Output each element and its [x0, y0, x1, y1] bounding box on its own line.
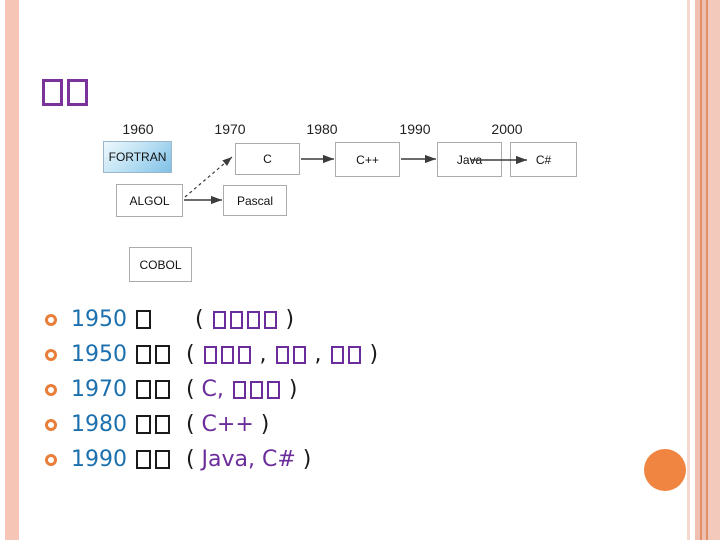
bullet-text-segment: ) [278, 306, 295, 332]
tofu-glyph [266, 380, 280, 399]
diagram-box-csharp: C# [510, 142, 577, 177]
bullet-text-segment: ( [171, 411, 202, 437]
tofu-glyph [154, 380, 170, 399]
year-label-1970: 1970 [214, 121, 246, 137]
tofu-glyph [330, 345, 344, 364]
tofu-glyph [292, 345, 306, 364]
right-accent-stripe-line [706, 0, 708, 540]
diagram-box-cpp: C++ [335, 142, 400, 177]
bullet-list: 1950 ( ) 1950 ( , , ) 1970 ( C, ) 1980 (… [45, 302, 378, 477]
title-tofu-glyph [42, 79, 63, 106]
tofu-glyph [135, 345, 151, 364]
year-label-1980: 1980 [306, 121, 338, 137]
page-title [42, 79, 88, 106]
right-accent-stripe-pale [687, 0, 690, 540]
bullet-marker-icon [45, 453, 57, 466]
right-accent-stripe-band2 [708, 0, 720, 540]
left-accent-stripe [5, 0, 19, 540]
tofu-glyph [237, 345, 251, 364]
tofu-glyph [135, 310, 151, 329]
bullet-text-segment: C++ [201, 411, 254, 437]
tofu-glyph [154, 345, 170, 364]
tofu-glyph [135, 415, 151, 434]
diagram-box-cobol: COBOL [129, 247, 192, 282]
bullet-marker-icon [45, 313, 57, 326]
bullet-text-segment: C, [201, 376, 231, 402]
bullet-text-segment: 1990 [71, 446, 134, 472]
title-tofu-glyph [67, 79, 88, 106]
diagram-box-c: C [235, 143, 300, 175]
bullet-text-segment: ( [171, 341, 202, 367]
bullet-text-segment: ) [253, 411, 270, 437]
bullet-item: 1980 ( C++ ) [45, 407, 378, 442]
year-label-2000: 2000 [491, 121, 523, 137]
bullet-marker-icon [45, 418, 57, 431]
tofu-glyph [229, 310, 243, 329]
timeline-diagram: 1960 1970 1980 1990 2000 FORTRAN ALGOL C… [103, 121, 577, 282]
bullet-item: 1990 ( Java, C# ) [45, 442, 378, 477]
bullet-text-segment: Java, C# [201, 446, 296, 472]
tofu-glyph [249, 380, 263, 399]
tofu-glyph [232, 380, 246, 399]
bullet-marker-icon [45, 348, 57, 361]
tofu-glyph [246, 310, 260, 329]
bullet-text-segment: 1950 [71, 306, 134, 332]
tofu-glyph [135, 450, 151, 469]
bullet-text-segment: 1950 [71, 341, 134, 367]
bullet-item: 1950 ( ) [45, 302, 378, 337]
bullet-text-segment: 1970 [71, 376, 134, 402]
bullet-text-segment: ( [152, 306, 211, 332]
diagram-box-fortran: FORTRAN [103, 141, 172, 173]
diagram-box-pascal: Pascal [223, 185, 287, 216]
bullet-text-segment: ( [171, 446, 202, 472]
bullet-text-segment: ( [171, 376, 202, 402]
bullet-text-segment: ) [362, 341, 379, 367]
tofu-glyph [347, 345, 361, 364]
tofu-glyph [275, 345, 289, 364]
diagram-box-algol: ALGOL [116, 184, 183, 217]
tofu-glyph [203, 345, 217, 364]
tofu-glyph [154, 415, 170, 434]
right-accent-stripe-line [700, 0, 702, 540]
bullet-item: 1970 ( C, ) [45, 372, 378, 407]
bullet-text-segment: , [252, 341, 274, 367]
bullet-text-segment: ) [281, 376, 298, 402]
bullet-text-segment: 1980 [71, 411, 134, 437]
decorative-circle [644, 449, 686, 491]
tofu-glyph [135, 380, 151, 399]
tofu-glyph [263, 310, 277, 329]
year-label-1960: 1960 [122, 121, 154, 137]
bullet-item: 1950 ( , , ) [45, 337, 378, 372]
bullet-text-segment: ) [295, 446, 312, 472]
bullet-text-segment: , [307, 341, 329, 367]
bullet-marker-icon [45, 383, 57, 396]
year-label-1990: 1990 [399, 121, 431, 137]
diagram-box-java: Java [437, 142, 502, 177]
tofu-glyph [220, 345, 234, 364]
tofu-glyph [154, 450, 170, 469]
tofu-glyph [212, 310, 226, 329]
